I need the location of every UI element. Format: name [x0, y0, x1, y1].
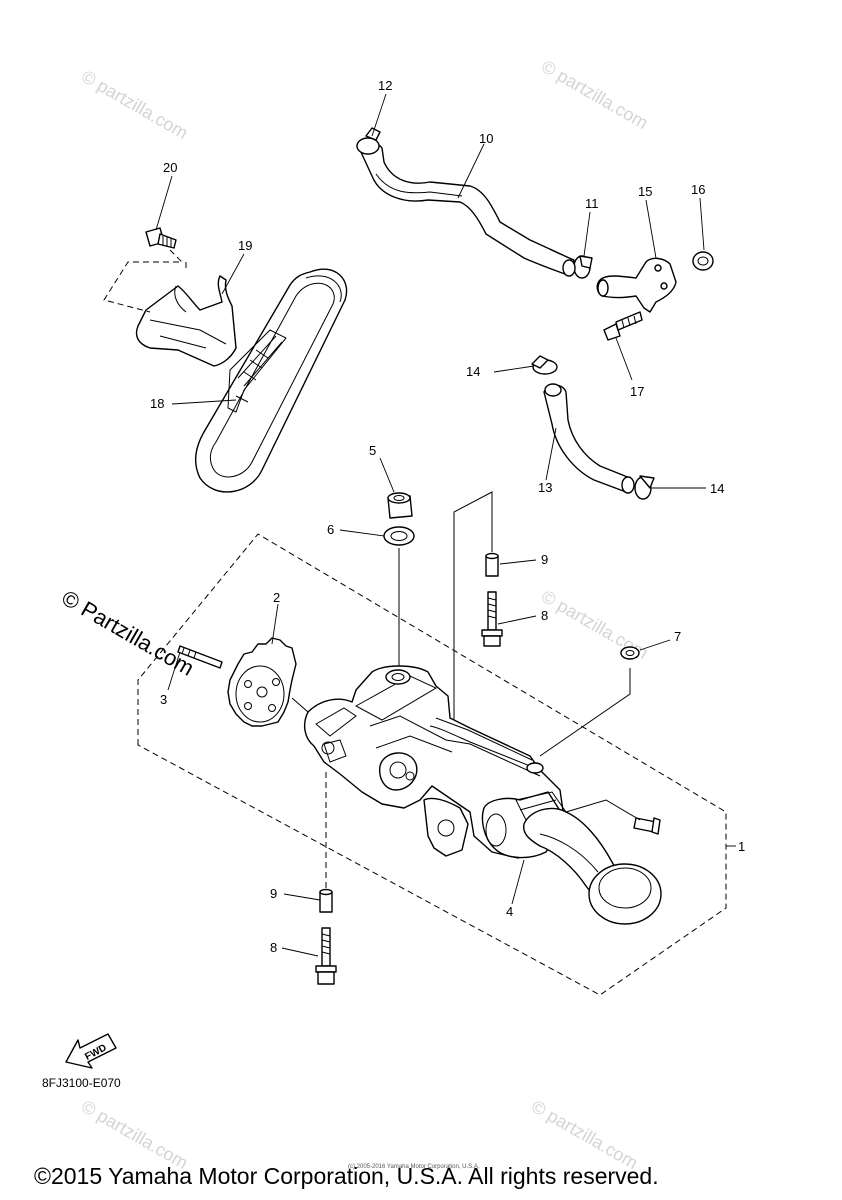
oil-strainer [523, 807, 662, 925]
dowel-pin-right [485, 552, 499, 577]
callout-14-lower: 14 [710, 481, 724, 496]
callout-4: 4 [506, 904, 513, 919]
callout-17: 17 [630, 384, 644, 399]
assembly-boundary [137, 533, 727, 996]
guide-bolt-leader [103, 249, 184, 313]
faint-watermark: © partzilla.com [528, 1096, 641, 1173]
o-ring-6 [383, 526, 415, 546]
hose-clamp-14-upper [531, 355, 558, 375]
callout-11: 11 [585, 196, 599, 211]
pipe-bolt [603, 311, 643, 341]
callout-20: 20 [163, 160, 177, 175]
callout-19: 19 [238, 238, 252, 253]
lower-oil-hose [543, 383, 635, 494]
hose-clamp-12 [356, 127, 381, 155]
upper-oil-hose [356, 139, 575, 277]
hose-end [562, 259, 576, 277]
callout-13: 13 [538, 480, 552, 495]
fwd-arrow: FWD [65, 1033, 117, 1069]
callout-6: 6 [327, 522, 334, 537]
gear-guide-line [291, 697, 309, 713]
callout-2: 2 [273, 590, 280, 605]
callout-10: 10 [479, 131, 493, 146]
flange-bolt-left [315, 927, 337, 985]
right-guide-line [453, 491, 493, 730]
strainer-bolt [633, 817, 661, 835]
hose-clamp-11 [573, 255, 593, 279]
callout-8-right: 8 [541, 608, 548, 623]
callouts: 1 2 3 4 5 6 7 8 8 9 9 10 11 12 13 14 14 … [150, 78, 745, 955]
callout-9-left: 9 [270, 886, 277, 901]
small-copyright: (c) 2005-2016 Yamaha Motor Corporation, … [348, 1164, 480, 1170]
chain-guide [135, 275, 237, 367]
callout-16: 16 [691, 182, 705, 197]
leader-lines [155, 93, 736, 957]
faint-watermark: © partzilla.com [78, 66, 191, 143]
hose-clamp-14-lower [634, 475, 655, 500]
callout-1: 1 [738, 839, 745, 854]
callout-18: 18 [150, 396, 164, 411]
oil-seal [692, 251, 714, 271]
oil-pipe [596, 257, 677, 313]
callout-15: 15 [638, 184, 652, 199]
faint-watermark: © partzilla.com [78, 1096, 191, 1173]
callout-7: 7 [674, 629, 681, 644]
callout-3: 3 [160, 692, 167, 707]
callout-12: 12 [378, 78, 392, 93]
o-ring-7-guide [539, 668, 631, 757]
callout-8-left: 8 [270, 940, 277, 955]
faint-watermarks: © partzilla.com © partzilla.com © partzi… [78, 56, 651, 1173]
dowel-pin-left [319, 888, 333, 913]
faint-watermark: © partzilla.com [538, 56, 651, 133]
diagram-code: 8FJ3100-E070 [42, 1076, 121, 1090]
strainer-bolt-guide [565, 799, 641, 821]
guide-bolt [145, 227, 177, 249]
collar [387, 492, 413, 519]
copyright-notice: ©2015 Yamaha Motor Corporation, U.S.A. A… [34, 1163, 659, 1189]
o-ring-7 [620, 646, 640, 660]
drive-gear [227, 637, 297, 727]
gear-pin [177, 645, 223, 669]
cam-chain [194, 268, 348, 493]
callout-14-upper: 14 [466, 364, 480, 379]
callout-5: 5 [369, 443, 376, 458]
callout-9-right: 9 [541, 552, 548, 567]
flange-bolt-right [481, 591, 503, 647]
